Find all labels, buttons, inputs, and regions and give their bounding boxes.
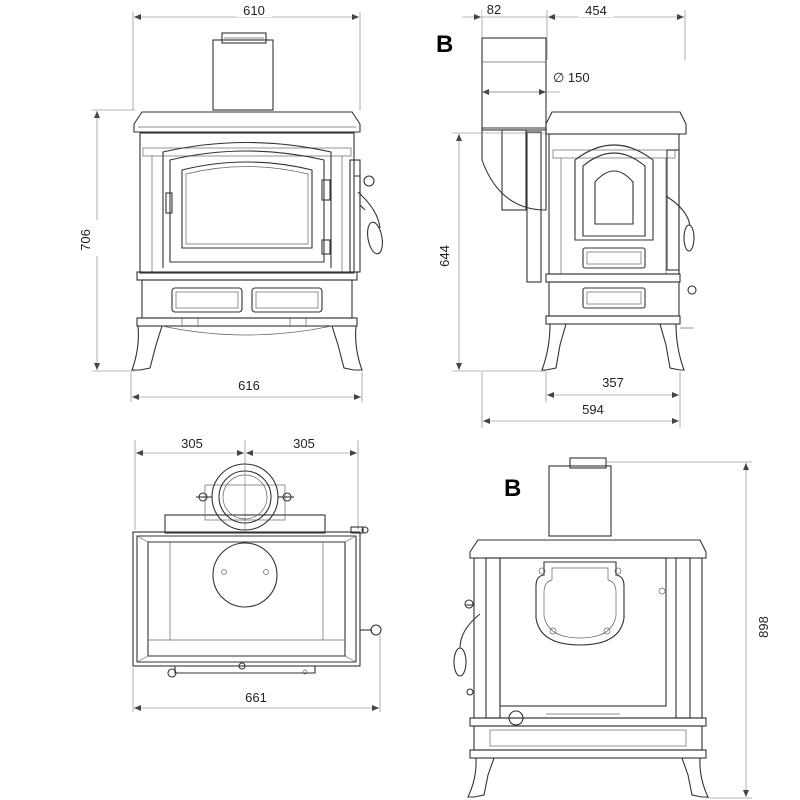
side-flue-diameter-label: ∅ 150 [553,70,590,85]
side-flue-offset-label: 82 [487,2,501,17]
side-top-plate [545,111,687,135]
front-flue-pipe [212,32,274,111]
side-view: B 82 454 ∅ 150 [436,2,697,428]
front-view: 610 706 616 [78,3,383,402]
front-height-label: 706 [78,229,93,251]
rear-top-plate [469,539,707,559]
top-plate [132,531,361,667]
front-left-leg [131,325,163,371]
front-top-plate [133,111,361,133]
top-half-left-label: 305 [181,436,203,451]
rear-height-label: 898 [756,616,771,638]
top-width-dimension: 661 [132,635,381,712]
side-flue-pipe: ∅ 150 [481,37,590,283]
side-body [548,133,680,275]
top-half-right-label: 305 [293,436,315,451]
rear-view: B [453,457,773,799]
rear-flue-pipe [548,457,612,537]
rear-right-leg [681,757,709,798]
front-side-handle [349,159,383,273]
side-left-leg [541,323,567,371]
rear-body [473,557,703,719]
front-bottom-width-label: 616 [238,378,260,393]
top-width-label: 661 [245,690,267,705]
top-view: 305 305 [132,436,382,712]
top-flue-collar [164,463,369,534]
front-top-width-dimension: 610 [132,3,361,110]
front-right-leg [331,325,363,371]
front-door-frame [162,141,332,268]
side-total-depth-label: 594 [582,402,604,417]
side-bottom-dimensions: 357 594 [481,372,681,428]
side-right-leg [659,323,685,371]
side-depth-top-label: 454 [585,3,607,18]
side-top-dimensions: 82 454 [462,2,686,60]
side-height-label: 644 [437,245,452,267]
rear-view-label: B [504,475,521,502]
rear-flue-outlet [535,561,625,646]
front-bottom-width-dimension: 616 [130,372,363,402]
rear-height-dimension: 898 [606,461,773,799]
side-foot-depth-label: 357 [602,375,624,390]
front-top-width-label: 610 [243,3,265,18]
rear-left-leg [467,757,495,798]
front-height-dimension: 706 [78,109,135,372]
side-view-label: B [436,31,453,58]
top-hot-plate [212,542,278,608]
front-door-glass [181,161,313,249]
top-half-dimensions: 305 305 [134,436,359,530]
side-height-dimension: 644 [436,132,546,372]
side-arched-panel [574,144,654,241]
front-body [139,132,355,274]
